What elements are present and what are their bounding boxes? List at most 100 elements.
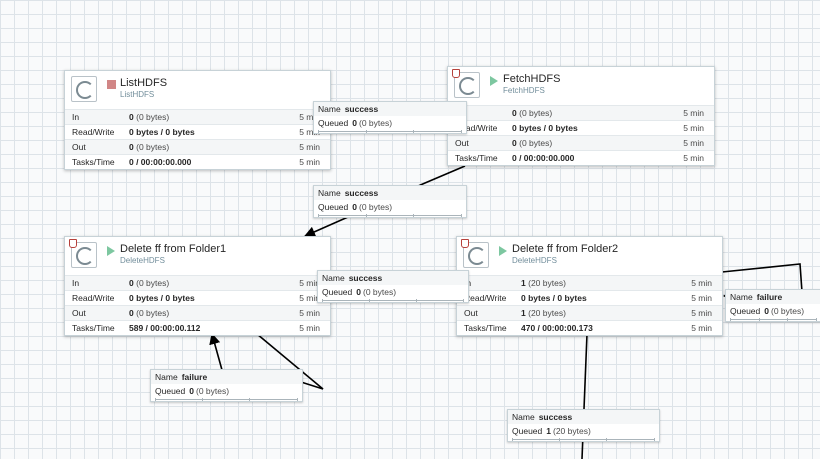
conn-name-label: Name	[512, 412, 535, 422]
conn-queued-size: (0 bytes)	[358, 118, 393, 128]
stat-row-tasks-time: Tasks/Time 589 / 00:00:00.112 5 min	[65, 320, 330, 335]
stat-time: 5 min	[683, 138, 704, 148]
stat-extra: (0 bytes)	[519, 108, 553, 118]
stat-value: 0	[129, 142, 134, 152]
processor-delete-folder1[interactable]: Delete ff from Folder1 DeleteHDFS In 0 (…	[64, 236, 331, 336]
conn-name-label: Name	[318, 188, 341, 198]
stat-extra: (0 bytes)	[136, 278, 170, 288]
conn-queued-count: 0	[764, 306, 769, 316]
stat-row-in: In 0 (0 bytes) 5 min	[65, 275, 330, 290]
stat-row-in: In 1 (20 bytes) 5 min	[457, 275, 722, 290]
stat-label: Read/Write	[72, 127, 115, 137]
processor-name: Delete ff from Folder2	[512, 243, 619, 255]
queue-progress-bar	[318, 214, 462, 217]
stat-extra: (0 bytes)	[136, 142, 170, 152]
running-state-icon	[499, 246, 507, 256]
stat-value: 0	[129, 278, 134, 288]
conn-queued-count: 0	[356, 287, 361, 297]
edge-fetchhdfs-to-delete1[interactable]	[303, 165, 466, 238]
stat-label: Read/Write	[72, 293, 115, 303]
conn-queued-label: Queued	[730, 306, 761, 316]
stat-time: 5 min	[299, 278, 320, 288]
conn-name-value: failure	[181, 372, 208, 382]
conn-queued-size: (0 bytes)	[770, 306, 805, 316]
stat-label: Read/Write	[455, 123, 498, 133]
stat-value: 0 / 00:00:00.000	[129, 157, 192, 167]
stat-time: 5 min	[683, 123, 704, 133]
stat-value: 0	[129, 112, 134, 122]
stat-row-tasks-time: Tasks/Time 0 / 00:00:00.000 5 min	[448, 150, 714, 165]
processor-name: Delete ff from Folder1	[120, 243, 227, 255]
stat-label: Out	[455, 138, 469, 148]
conn-queued-label: Queued	[512, 426, 543, 436]
stat-value: 1	[521, 308, 526, 318]
stat-row-out: Out 1 (20 bytes) 5 min	[457, 305, 722, 320]
stopped-state-icon	[107, 80, 116, 89]
stat-extra: (0 bytes)	[519, 138, 553, 148]
conn-name-label: Name	[322, 273, 345, 283]
stat-time: 5 min	[691, 308, 712, 318]
stat-time: 5 min	[691, 293, 712, 303]
conn-queued-label: Queued	[318, 202, 349, 212]
processor-type: FetchHDFS	[503, 86, 545, 95]
conn-queued-size: (0 bytes)	[362, 287, 397, 297]
stat-row-read-write: Read/Write 0 bytes / 0 bytes 5 min	[448, 120, 714, 135]
stat-value: 0 bytes / 0 bytes	[129, 293, 195, 303]
stat-value: 1	[521, 278, 526, 288]
stat-row-read-write: Read/Write 0 bytes / 0 bytes 5 min	[65, 124, 330, 139]
stat-label: In	[72, 278, 80, 288]
conn-name-value: success	[344, 104, 379, 114]
stat-label: Tasks/Time	[72, 323, 115, 333]
stat-row-tasks-time: Tasks/Time 0 / 00:00:00.000 5 min	[65, 154, 330, 169]
running-state-icon	[107, 246, 115, 256]
conn-queued-size: (0 bytes)	[358, 202, 393, 212]
stat-time: 5 min	[691, 323, 712, 333]
processor-delete-folder2[interactable]: Delete ff from Folder2 DeleteHDFS In 1 (…	[456, 236, 723, 336]
stat-row-read-write: Read/Write 0 bytes / 0 bytes 5 min	[65, 290, 330, 305]
conn-queued-count: 0	[189, 386, 194, 396]
stat-row-tasks-time: Tasks/Time 470 / 00:00:00.173 5 min	[457, 320, 722, 335]
stat-row-in: In 0 (0 bytes) 5 min	[65, 109, 330, 124]
stat-value: 0	[129, 308, 134, 318]
conn-queued-label: Queued	[322, 287, 353, 297]
processor-icon	[71, 76, 97, 102]
processor-name: ListHDFS	[120, 77, 168, 89]
stat-time: 5 min	[299, 323, 320, 333]
stat-time: 5 min	[299, 142, 320, 152]
stat-label: Out	[72, 142, 86, 152]
stat-row-read-write: Read/Write 0 bytes / 0 bytes 5 min	[457, 290, 722, 305]
stat-label: Read/Write	[464, 293, 507, 303]
processor-type: DeleteHDFS	[120, 256, 165, 265]
conn-queued-size: (0 bytes)	[195, 386, 230, 396]
stat-extra: (20 bytes)	[528, 278, 566, 288]
stat-row-out: Out 0 (0 bytes) 5 min	[65, 139, 330, 154]
stat-row-out: Out 0 (0 bytes) 5 min	[65, 305, 330, 320]
queue-progress-bar	[322, 299, 464, 302]
stat-label: Tasks/Time	[464, 323, 507, 333]
stat-row-out: Out 0 (0 bytes) 5 min	[448, 135, 714, 150]
conn-name-label: Name	[318, 104, 341, 114]
stat-time: 5 min	[299, 127, 320, 137]
stat-time: 5 min	[299, 112, 320, 122]
stat-extra: (0 bytes)	[136, 308, 170, 318]
stat-time: 5 min	[299, 293, 320, 303]
stat-label: Out	[72, 308, 86, 318]
conn-queued-label: Queued	[155, 386, 186, 396]
running-state-icon	[490, 76, 498, 86]
processor-fetchhdfs[interactable]: FetchHDFS FetchHDFS In 0 (0 bytes) 5 min…	[447, 66, 715, 166]
stat-label: Out	[464, 308, 478, 318]
processor-listhdfs[interactable]: ListHDFS ListHDFS In 0 (0 bytes) 5 min R…	[64, 70, 331, 170]
stat-value: 470 / 00:00:00.173	[521, 323, 593, 333]
conn-queued-count: 1	[546, 426, 551, 436]
processor-name: FetchHDFS	[503, 73, 561, 85]
stat-value: 0 / 00:00:00.000	[512, 153, 575, 163]
conn-name-value: success	[348, 273, 383, 283]
stat-value: 0 bytes / 0 bytes	[521, 293, 587, 303]
